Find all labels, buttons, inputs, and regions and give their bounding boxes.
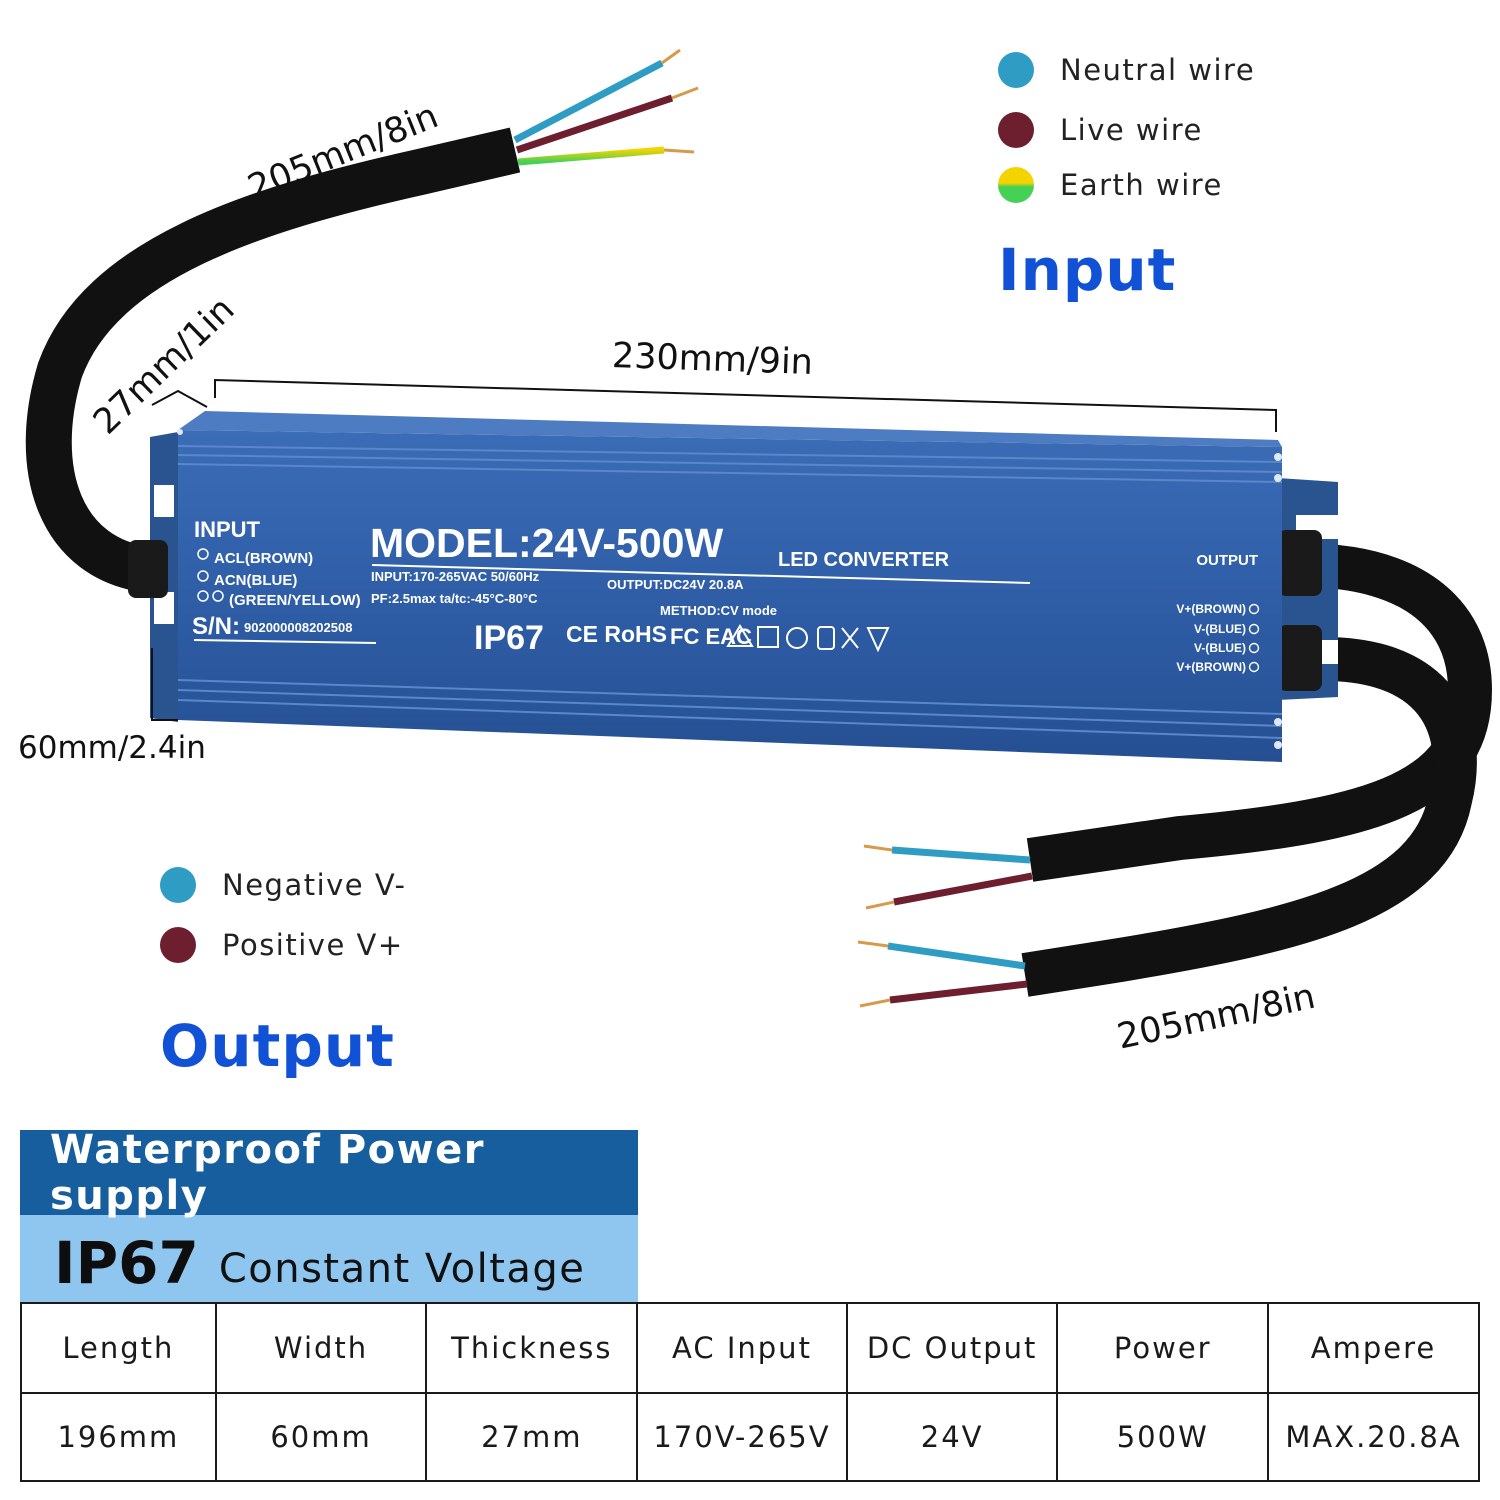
- output-legend: Negative V- Positive V+: [160, 855, 406, 975]
- banner-title: Waterproof Power supply: [20, 1127, 638, 1219]
- label-output-line: V+(BROWN): [1176, 602, 1246, 616]
- legend-label: Live wire: [1060, 113, 1203, 147]
- positive-dot-icon: [160, 927, 196, 963]
- label-input-line: (GREEN/YELLOW): [229, 592, 361, 609]
- legend-label: Earth wire: [1060, 168, 1223, 202]
- legend-item-negative: Negative V-: [160, 855, 406, 915]
- legend-label: Positive V+: [222, 928, 404, 962]
- label-serial-number: 902000008202508: [244, 620, 352, 635]
- input-gland: [128, 540, 168, 598]
- label-ip-rating: IP67: [474, 619, 544, 657]
- label-output-line: V-(BLUE): [1194, 641, 1246, 655]
- label-method: METHOD:CV mode: [660, 603, 777, 618]
- header-cell: DC Output: [845, 1302, 1059, 1394]
- legend-item-live: Live wire: [998, 100, 1255, 160]
- ground-icon: [212, 590, 224, 602]
- banner-subtitle: Constant Voltage: [218, 1246, 586, 1292]
- value-cell: 170V-265V: [636, 1392, 848, 1482]
- legend-label: Neutral wire: [1060, 53, 1256, 87]
- label-output-line: V+(BROWN): [1176, 660, 1246, 674]
- label-input-line: ACL(BROWN): [214, 550, 313, 567]
- legend-item-neutral: Neutral wire: [998, 40, 1255, 100]
- output-title: Output: [160, 1012, 395, 1080]
- label-input-line: ACN(BLUE): [214, 572, 297, 589]
- label-serial-label: S/N:: [192, 613, 240, 640]
- label-output-line: V-(BLUE): [1194, 622, 1246, 636]
- label-cert-marks: CE RoHS: [566, 621, 667, 647]
- banner-ip-rating: IP67: [54, 1229, 199, 1297]
- table-row: 196mm 60mm 27mm 170V-265V 24V 500W MAX.2…: [20, 1392, 1480, 1482]
- input-cable: [25, 48, 699, 593]
- header-cell: Power: [1056, 1302, 1270, 1394]
- header-cell: Width: [214, 1302, 428, 1394]
- cert-icons: [726, 624, 890, 653]
- value-cell: 196mm: [20, 1392, 217, 1482]
- earth-dot-icon: [998, 167, 1034, 203]
- legend-item-earth: Earth wire: [998, 160, 1255, 210]
- value-cell: 27mm: [425, 1392, 639, 1482]
- dimension-lines: [151, 378, 1277, 721]
- neutral-dot-icon: [998, 52, 1034, 88]
- power-supply-body: [177, 411, 1283, 762]
- label-model: MODEL:24V-500W: [370, 520, 723, 566]
- table-header-row: Length Width Thickness AC Input DC Outpu…: [20, 1302, 1480, 1394]
- spec-table: Length Width Thickness AC Input DC Outpu…: [20, 1302, 1480, 1482]
- banner-subtitle-row: IP67 Constant Voltage: [20, 1215, 638, 1302]
- header-cell: Thickness: [425, 1302, 639, 1394]
- label-pf-spec: PF:2.5max ta/tc:-45°C-80°C: [371, 591, 538, 606]
- output-gland-1: [1278, 530, 1322, 596]
- label-input-heading: INPUT: [194, 517, 261, 542]
- label-output-heading: OUTPUT: [1196, 552, 1258, 569]
- legend-item-positive: Positive V+: [160, 915, 406, 975]
- product-banner: Waterproof Power supply IP67 Constant Vo…: [20, 1127, 638, 1302]
- header-cell: AC Input: [636, 1302, 848, 1394]
- output-gland-2: [1278, 625, 1322, 691]
- live-dot-icon: [998, 112, 1034, 148]
- label-product: LED CONVERTER: [778, 549, 950, 571]
- input-title: Input: [998, 236, 1177, 304]
- output-cables: [857, 543, 1493, 1008]
- label-input-spec: INPUT:170-265VAC 50/60Hz: [371, 569, 540, 584]
- value-cell: 60mm: [214, 1392, 428, 1482]
- dim-length: 230mm/9in: [611, 336, 814, 384]
- device-label: INPUT ACL(BROWN) ACN(BLUE) (GREEN/YELLOW…: [192, 517, 1260, 674]
- negative-dot-icon: [160, 867, 196, 903]
- value-cell: 24V: [845, 1392, 1059, 1482]
- legend-label: Negative V-: [222, 868, 407, 902]
- dim-width: 60mm/2.4in: [18, 730, 206, 766]
- label-output-spec: OUTPUT:DC24V 20.8A: [607, 577, 744, 592]
- header-cell: Length: [20, 1302, 217, 1394]
- input-legend: Neutral wire Live wire Earth wire: [998, 40, 1255, 210]
- value-cell: MAX.20.8A: [1267, 1392, 1480, 1482]
- value-cell: 500W: [1056, 1392, 1270, 1482]
- header-cell: Ampere: [1267, 1302, 1480, 1394]
